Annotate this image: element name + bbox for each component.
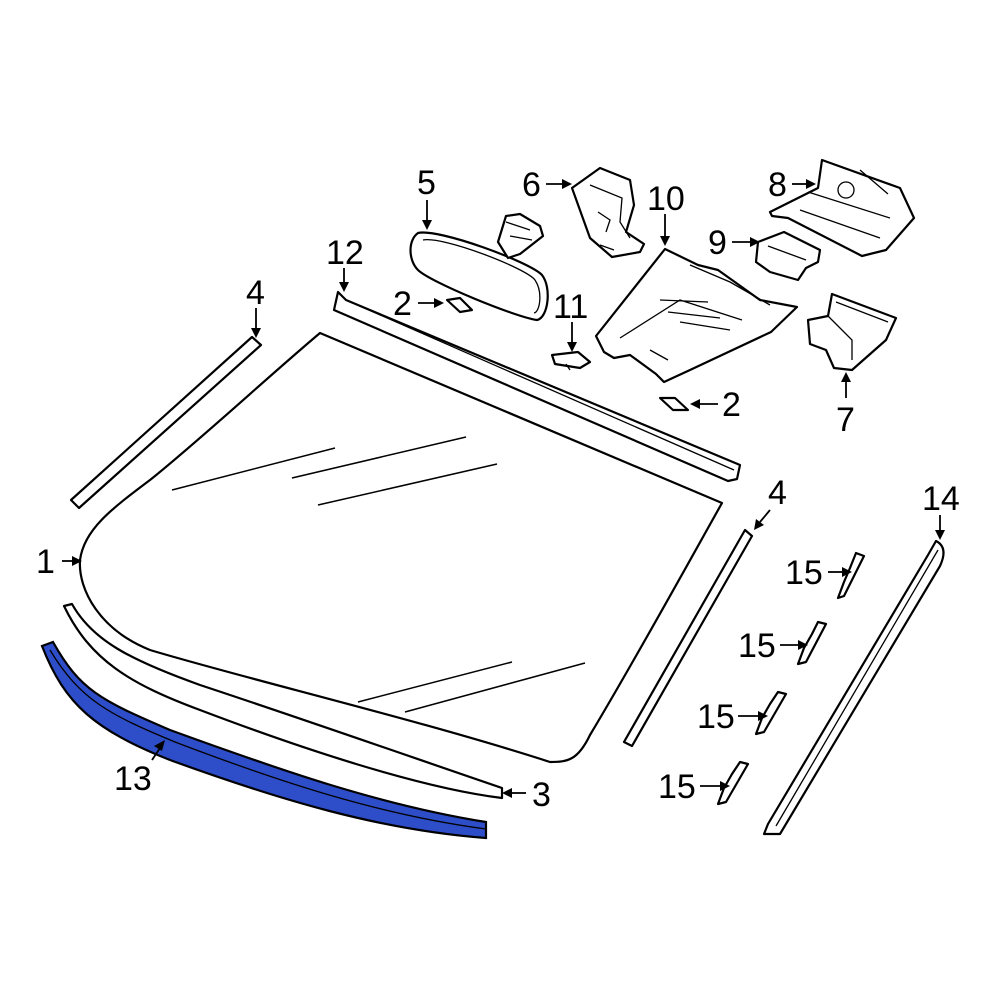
callout-5: 5	[417, 164, 436, 202]
callout-14: 14	[922, 480, 960, 518]
rain-sensor[interactable]	[550, 350, 592, 371]
right-side-molding[interactable]	[622, 528, 754, 748]
clip-2[interactable]	[796, 620, 828, 666]
lower-cover[interactable]	[806, 292, 898, 372]
lower-molding-highlighted[interactable]	[40, 640, 488, 840]
callout-11: 11	[553, 288, 588, 326]
callout-10: 10	[647, 180, 685, 218]
adhesive-pad-lower[interactable]	[658, 396, 690, 412]
sensor-mount[interactable]	[754, 230, 822, 282]
clip-4[interactable]	[716, 760, 750, 806]
callout-15-d: 15	[658, 768, 696, 806]
callout-8: 8	[768, 166, 787, 204]
callout-4-right: 4	[768, 474, 787, 512]
clip-1[interactable]	[836, 551, 866, 600]
callout-leaders	[62, 179, 945, 798]
sensor-bracket[interactable]	[570, 166, 646, 259]
callout-6: 6	[522, 166, 541, 204]
callout-15-b: 15	[738, 627, 776, 665]
pillar-molding[interactable]	[762, 539, 945, 836]
callout-labels: 1 2 2 3 4 4 5 6 7 8 9 10 11 12 13 14 15 …	[36, 164, 960, 814]
callout-1: 1	[36, 543, 55, 581]
rear-view-mirror[interactable]	[409, 212, 549, 322]
callout-2-lower: 2	[722, 386, 741, 424]
adhesive-pad-upper[interactable]	[445, 296, 474, 314]
callout-4-left: 4	[246, 274, 265, 312]
callout-15-c: 15	[697, 698, 735, 736]
callout-2-upper: 2	[393, 285, 412, 323]
left-side-molding[interactable]	[69, 335, 263, 510]
callout-9: 9	[708, 224, 727, 262]
camera-cover[interactable]	[594, 247, 799, 384]
clip-3[interactable]	[754, 690, 788, 736]
camera-module[interactable]	[768, 158, 916, 258]
windshield-glass[interactable]	[78, 331, 724, 764]
callout-7: 7	[836, 401, 855, 439]
callout-13: 13	[114, 760, 152, 798]
callout-12: 12	[326, 234, 364, 272]
callout-3: 3	[532, 776, 551, 814]
upper-molding[interactable]	[332, 290, 742, 483]
callout-15-a: 15	[785, 554, 823, 592]
